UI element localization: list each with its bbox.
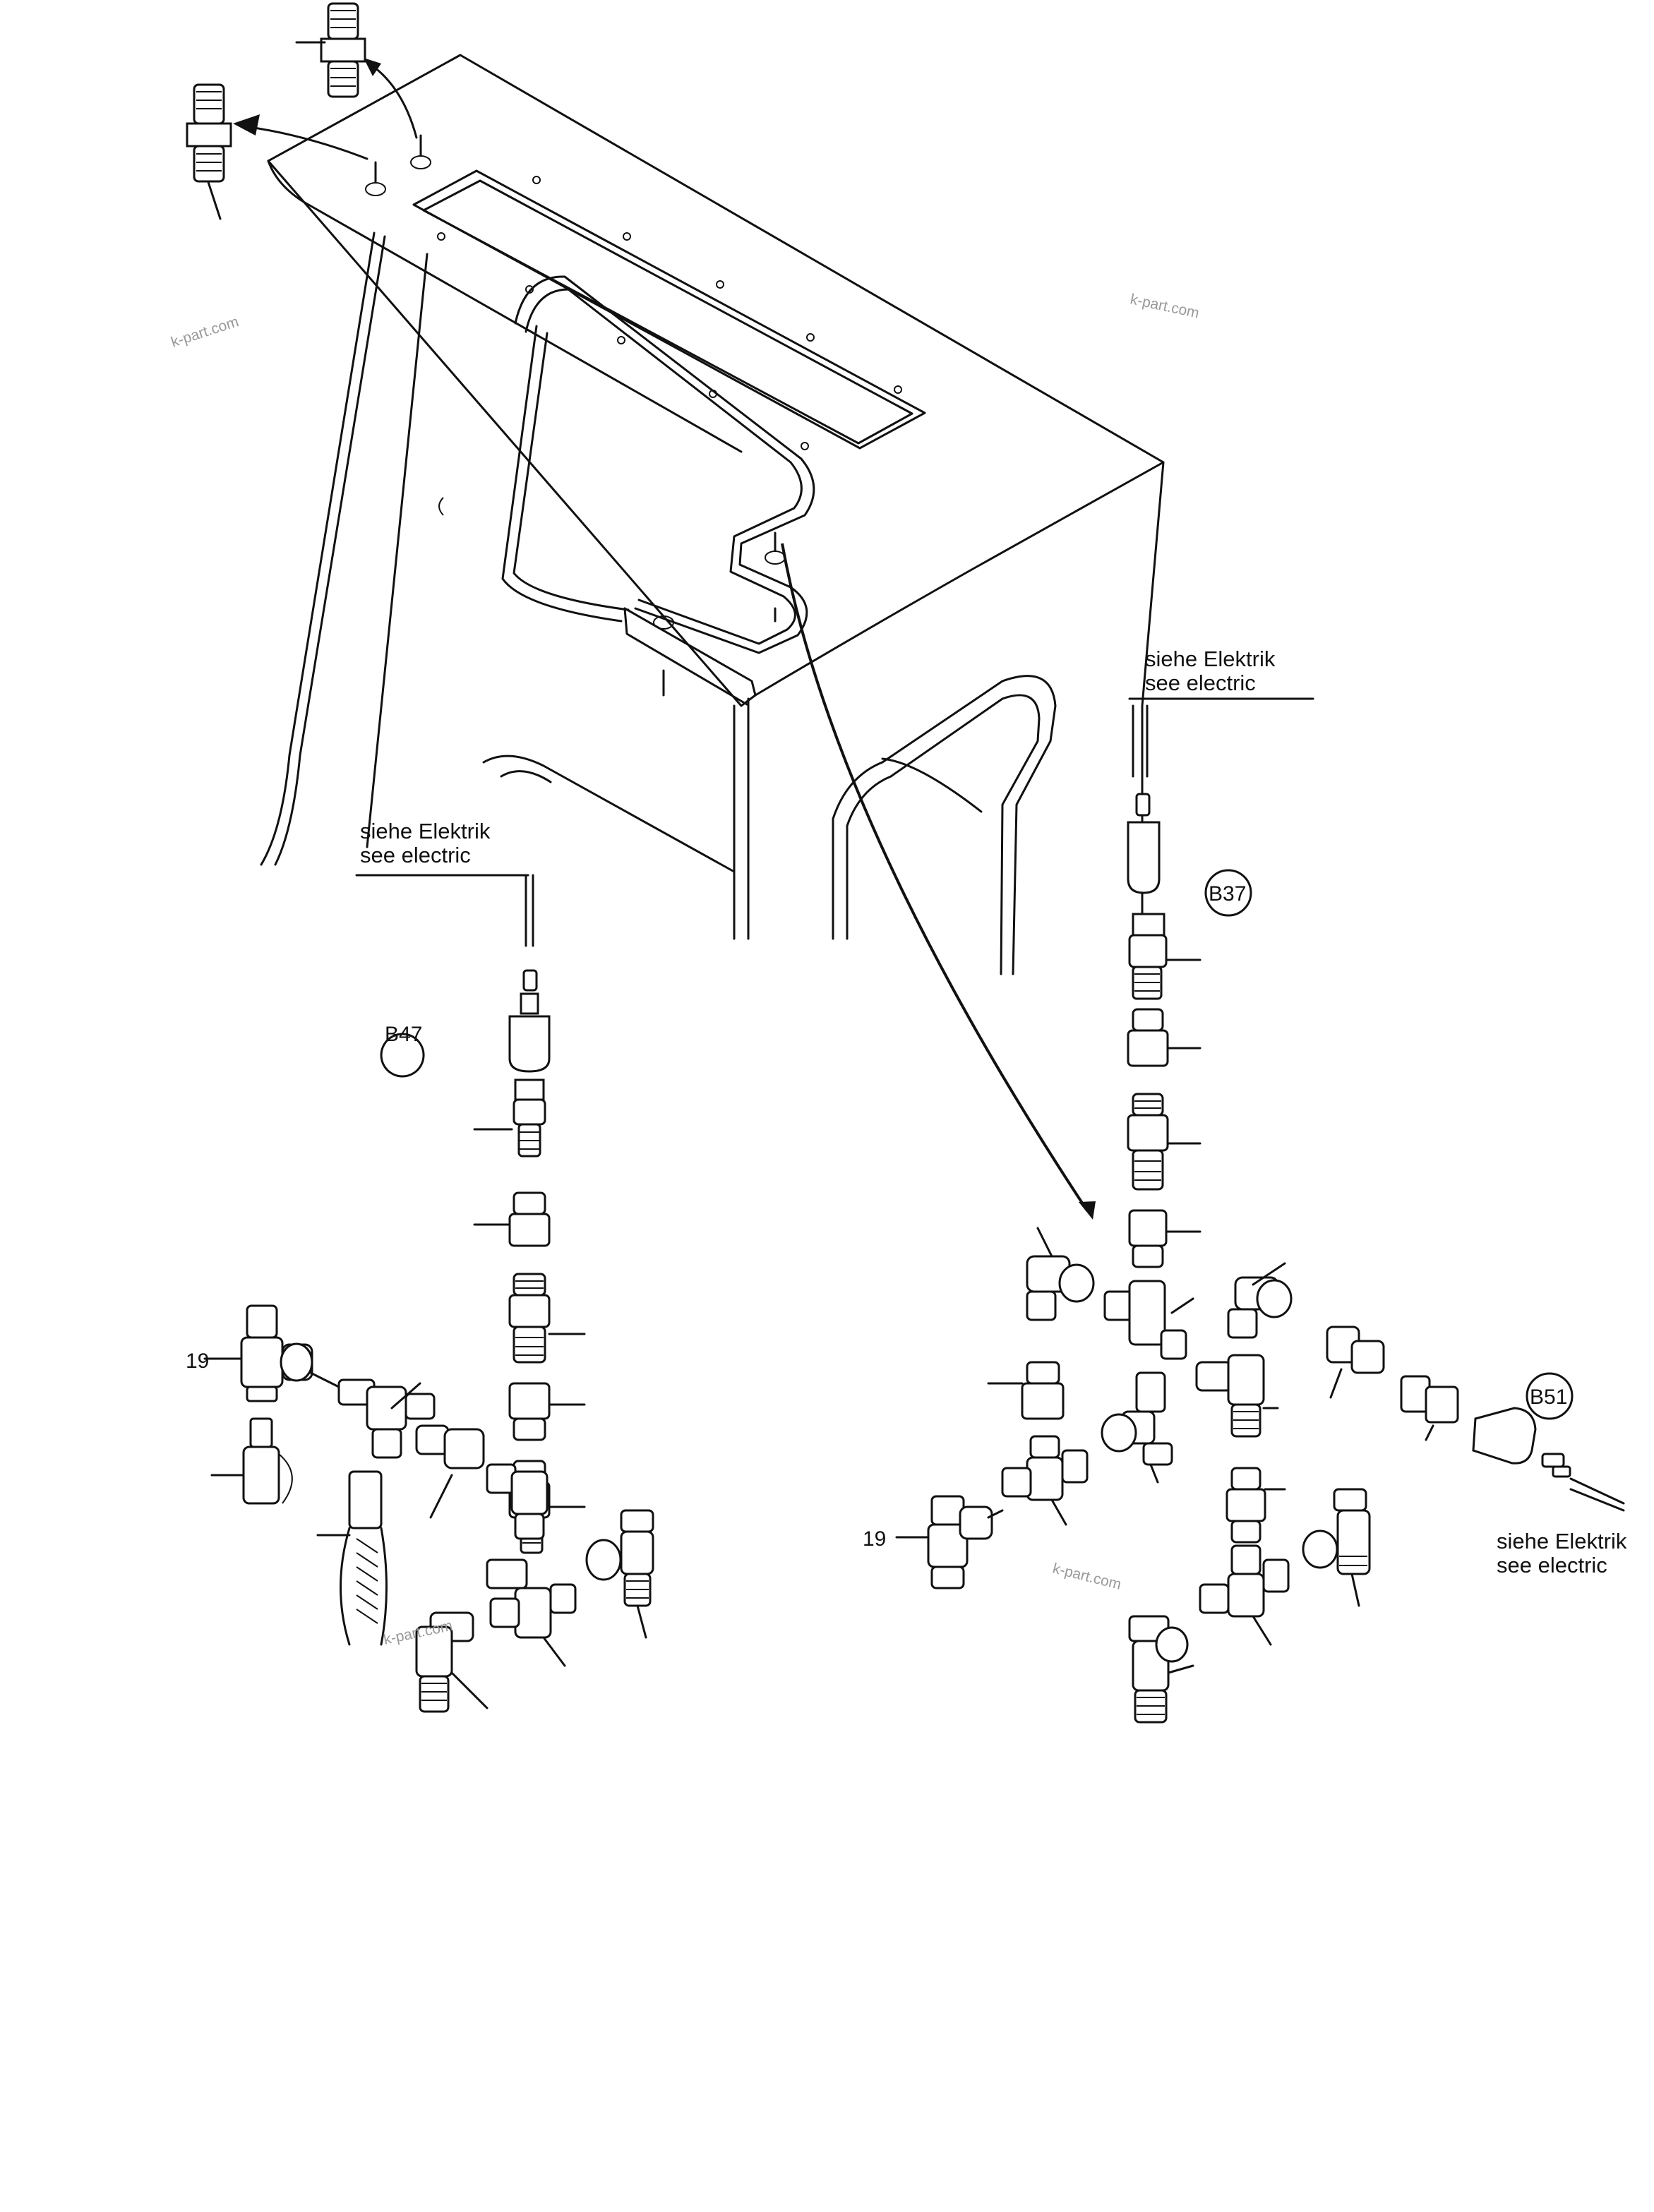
b47-label: B47 — [385, 1023, 422, 1046]
left-fittings — [203, 1304, 654, 1713]
right-part-19-label: 19 — [863, 1527, 886, 1551]
right-labels: B37 B51 19 — [863, 869, 1574, 1551]
watermark-3: k-part.com — [1051, 1561, 1123, 1593]
left-note-line2: see electric — [360, 843, 471, 867]
right-top-note: siehe Elektrik see electric — [1128, 647, 1314, 700]
right-bottom-note-line2: see electric — [1497, 1553, 1607, 1577]
watermark-1: k-part.com — [169, 313, 240, 351]
top-connector-right — [295, 2, 366, 98]
left-labels: B47 19 — [186, 1023, 425, 1373]
left-note: siehe Elektrik see electric — [355, 819, 529, 877]
left-note-line1: siehe Elektrik — [360, 819, 491, 843]
right-top-note-line1: siehe Elektrik — [1145, 647, 1276, 671]
right-sensor-stack — [1127, 704, 1201, 1268]
assembly-arrows — [233, 58, 1096, 1220]
right-bottom-note: siehe Elektrik see electric — [1497, 1529, 1627, 1577]
right-fittings — [895, 1227, 1625, 1724]
top-connector-left — [186, 83, 232, 220]
left-part-19-label: 19 — [186, 1350, 209, 1373]
b51-label: B51 — [1530, 1385, 1567, 1409]
mounting-holes — [365, 155, 902, 630]
b37-label: B37 — [1209, 882, 1246, 906]
watermark-2: k-part.com — [1129, 291, 1201, 321]
right-bottom-note-line1: siehe Elektrik — [1497, 1529, 1627, 1553]
left-sensor-stack — [473, 874, 586, 1554]
right-top-note-line2: see electric — [1145, 671, 1256, 695]
